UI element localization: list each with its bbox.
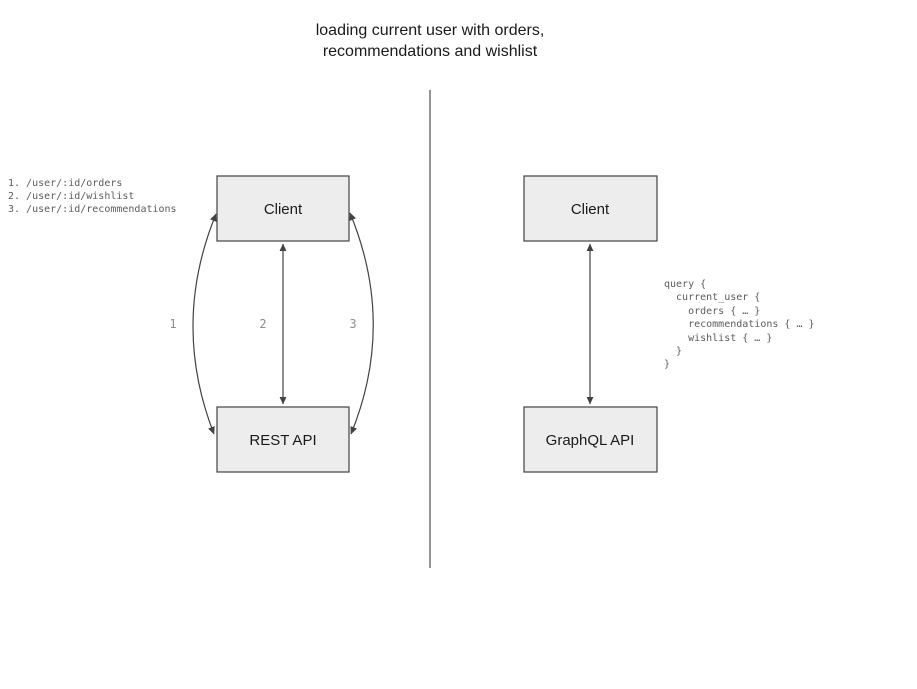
- rest-arrow-1-curved: [192, 213, 217, 435]
- graphql-query-code: query { current_user { orders { … } reco…: [664, 279, 815, 371]
- rest-request-label-1: 1: [169, 317, 176, 331]
- diagram-title-line2: recommendations and wishlist: [322, 43, 538, 60]
- rest-request-label-2: 2: [259, 317, 266, 331]
- graphql-client-box-label: Client: [571, 201, 610, 218]
- graphql-client-box: [523, 175, 658, 242]
- rest-request-label-3: 3: [349, 317, 356, 331]
- rest-client-box: [216, 175, 350, 242]
- diagram-title-line1: loading current user with orders,: [315, 22, 545, 39]
- graphql-api-box: [523, 406, 658, 473]
- diagram-title: loading current user with orders, recomm…: [0, 20, 860, 62]
- graphql-api-box-label: GraphQL API: [546, 432, 635, 449]
- rest-arrow-3-curved: [349, 212, 374, 435]
- rest-client-box-label: Client: [264, 201, 303, 218]
- rest-endpoints-list: 1. /user/:id/orders 2. /user/:id/wishlis…: [8, 178, 177, 215]
- rest-api-box: [216, 406, 350, 473]
- rest-api-box-label: REST API: [249, 432, 316, 449]
